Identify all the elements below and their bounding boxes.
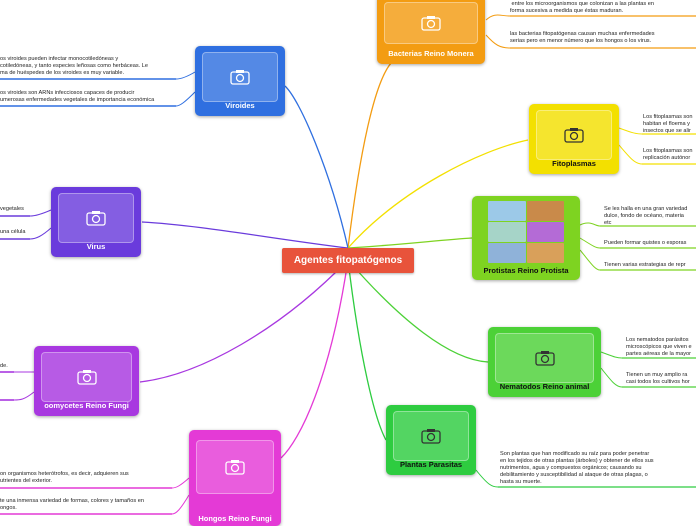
central-topic-label: Agentes fitopatógenos — [293, 255, 403, 266]
topic-label: Nematodos Reino animal — [499, 382, 590, 391]
link-nematodos — [347, 259, 489, 363]
link-virus — [141, 221, 349, 249]
camera-icon — [564, 128, 584, 143]
image-placeholder — [58, 193, 134, 243]
note-nematodos-2: Tienen un muy amplio ra casi todos los c… — [626, 372, 690, 385]
topic-bacterias[interactable]: Bacterias Reino Monera — [377, 0, 485, 64]
note-fitoplasmas-1: Los fitoplasmas son habitan el floema y … — [643, 114, 693, 134]
topic-label: Virus — [86, 242, 106, 251]
topic-label: Protistas Reino Protista — [483, 266, 569, 275]
image-placeholder — [384, 2, 478, 44]
topic-label: oomycetes Reino Fungi — [44, 401, 129, 410]
link-hongos — [280, 259, 349, 459]
topic-viroides[interactable]: Viroides — [195, 46, 285, 116]
image-placeholder — [41, 352, 132, 402]
camera-icon — [421, 16, 441, 31]
topic-label: Fitoplasmas — [552, 159, 596, 168]
topic-label: Viroides — [225, 101, 255, 110]
link-protistas — [347, 237, 473, 249]
image-placeholder — [196, 440, 274, 494]
topic-label: Bacterias Reino Monera — [388, 49, 474, 58]
note-fitoplasmas-2: Los fitoplasmas son replicación autónor — [643, 148, 693, 161]
note-hongos-2: te una inmensa variedad de formas, color… — [0, 498, 144, 511]
topic-label: Hongos Reino Fungi — [198, 514, 272, 523]
topic-label: Plantas Parasitas — [399, 460, 463, 469]
note-virus-1: vegetales — [0, 206, 24, 212]
note-oomycetes-1: de. — [0, 363, 8, 369]
image-placeholder — [495, 333, 594, 383]
central-topic[interactable]: Agentes fitopatógenos — [282, 248, 414, 273]
camera-icon — [534, 351, 555, 366]
topic-oomycetes[interactable]: oomycetes Reino Fungi — [34, 346, 139, 416]
note-bacterias-2: las bacterias fitopatógenas causan mucha… — [510, 31, 655, 44]
note-protistas-2: Pueden formar quistes o esporas — [604, 240, 687, 246]
camera-icon — [86, 211, 106, 226]
topic-protistas[interactable]: Protistas Reino Protista — [472, 196, 580, 280]
image-placeholder — [202, 52, 278, 102]
image-placeholder — [536, 110, 612, 160]
note-nematodos-1: Los nematodos parásitos microscópicos qu… — [626, 337, 692, 357]
link-oomycetes — [139, 259, 349, 383]
note-bacterias-1: entre los microorganismos que colonizan … — [510, 1, 654, 14]
camera-icon — [225, 460, 245, 475]
note-virus-2: una célula — [0, 229, 26, 235]
image-placeholder — [393, 411, 469, 461]
topic-plantas-parasitas[interactable]: Plantas Parasitas — [386, 405, 476, 475]
topic-hongos[interactable]: Hongos Reino Fungi — [189, 430, 281, 526]
note-viroides-2: os viroides son ARNs infecciosos capaces… — [0, 90, 155, 103]
topic-fitoplasmas[interactable]: Fitoplasmas — [529, 104, 619, 174]
camera-icon — [230, 70, 250, 85]
camera-icon — [421, 429, 441, 444]
note-viroides-1: os viroides pueden infectar monocotiledó… — [0, 56, 149, 76]
protist-image-collage — [488, 201, 564, 263]
link-fitoplasmas — [347, 139, 529, 249]
note-protistas-1: Se les halla en una gran variedad dulce,… — [604, 206, 688, 226]
note-protistas-3: Tienen varias estrategias de repr — [604, 262, 686, 268]
link-plantas — [347, 259, 387, 441]
link-viroides — [284, 85, 349, 249]
link-bacterias — [347, 61, 393, 249]
note-plantas-1: Son plantas que han modificado su raíz p… — [500, 451, 654, 485]
note-hongos-1: on organismos heterótrofos, es decir, ad… — [0, 471, 129, 484]
camera-icon — [76, 370, 97, 385]
topic-nematodos[interactable]: Nematodos Reino animal — [488, 327, 601, 397]
topic-virus[interactable]: Virus — [51, 187, 141, 257]
